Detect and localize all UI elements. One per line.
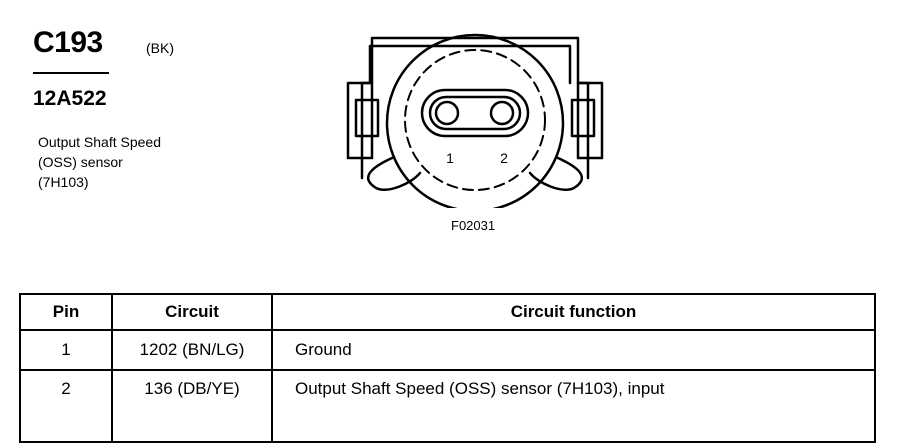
left-latch: [346, 81, 374, 160]
header-pin: Pin: [19, 293, 113, 331]
connector-frame: [360, 36, 590, 180]
pin-table: Pin Circuit Circuit function 1 1202 (BN/…: [19, 293, 876, 443]
terminal-housing: [420, 88, 530, 138]
connector-face-drawing: 1 2: [346, 33, 604, 208]
title-underline: [33, 72, 109, 74]
table-header-row: Pin Circuit Circuit function: [19, 293, 876, 331]
cell-circuit: 1202 (BN/LG): [111, 329, 273, 371]
cell-circuit: 136 (DB/YE): [111, 369, 273, 443]
connector-body: [385, 33, 565, 208]
dashed-ring: [404, 49, 546, 191]
table-row: 2 136 (DB/YE) Output Shaft Speed (OSS) s…: [19, 369, 876, 443]
cell-function: Output Shaft Speed (OSS) sensor (7H103),…: [271, 369, 876, 443]
connector-color: (BK): [146, 40, 174, 56]
terminal-2: [489, 100, 515, 126]
table-row: 1 1202 (BN/LG) Ground: [19, 329, 876, 371]
cell-function: Ground: [271, 329, 876, 371]
figure-id: F02031: [451, 218, 496, 233]
header-circuit-function: Circuit function: [271, 293, 876, 331]
connector-description: Output Shaft Speed (OSS) sensor (7H103): [38, 132, 161, 192]
header-circuit: Circuit: [111, 293, 273, 331]
description-line: (OSS) sensor: [38, 154, 123, 170]
cell-pin: 2: [19, 369, 113, 443]
right-latch: [576, 81, 604, 160]
cell-pin: 1: [19, 329, 113, 371]
description-line: (7H103): [38, 174, 89, 190]
terminal-1: [434, 100, 460, 126]
connector-id: C193: [33, 26, 103, 59]
part-number: 12A522: [33, 87, 107, 110]
pin-label-1: 1: [446, 150, 454, 166]
description-line: Output Shaft Speed: [38, 134, 161, 150]
pin-label-2: 2: [500, 150, 508, 166]
